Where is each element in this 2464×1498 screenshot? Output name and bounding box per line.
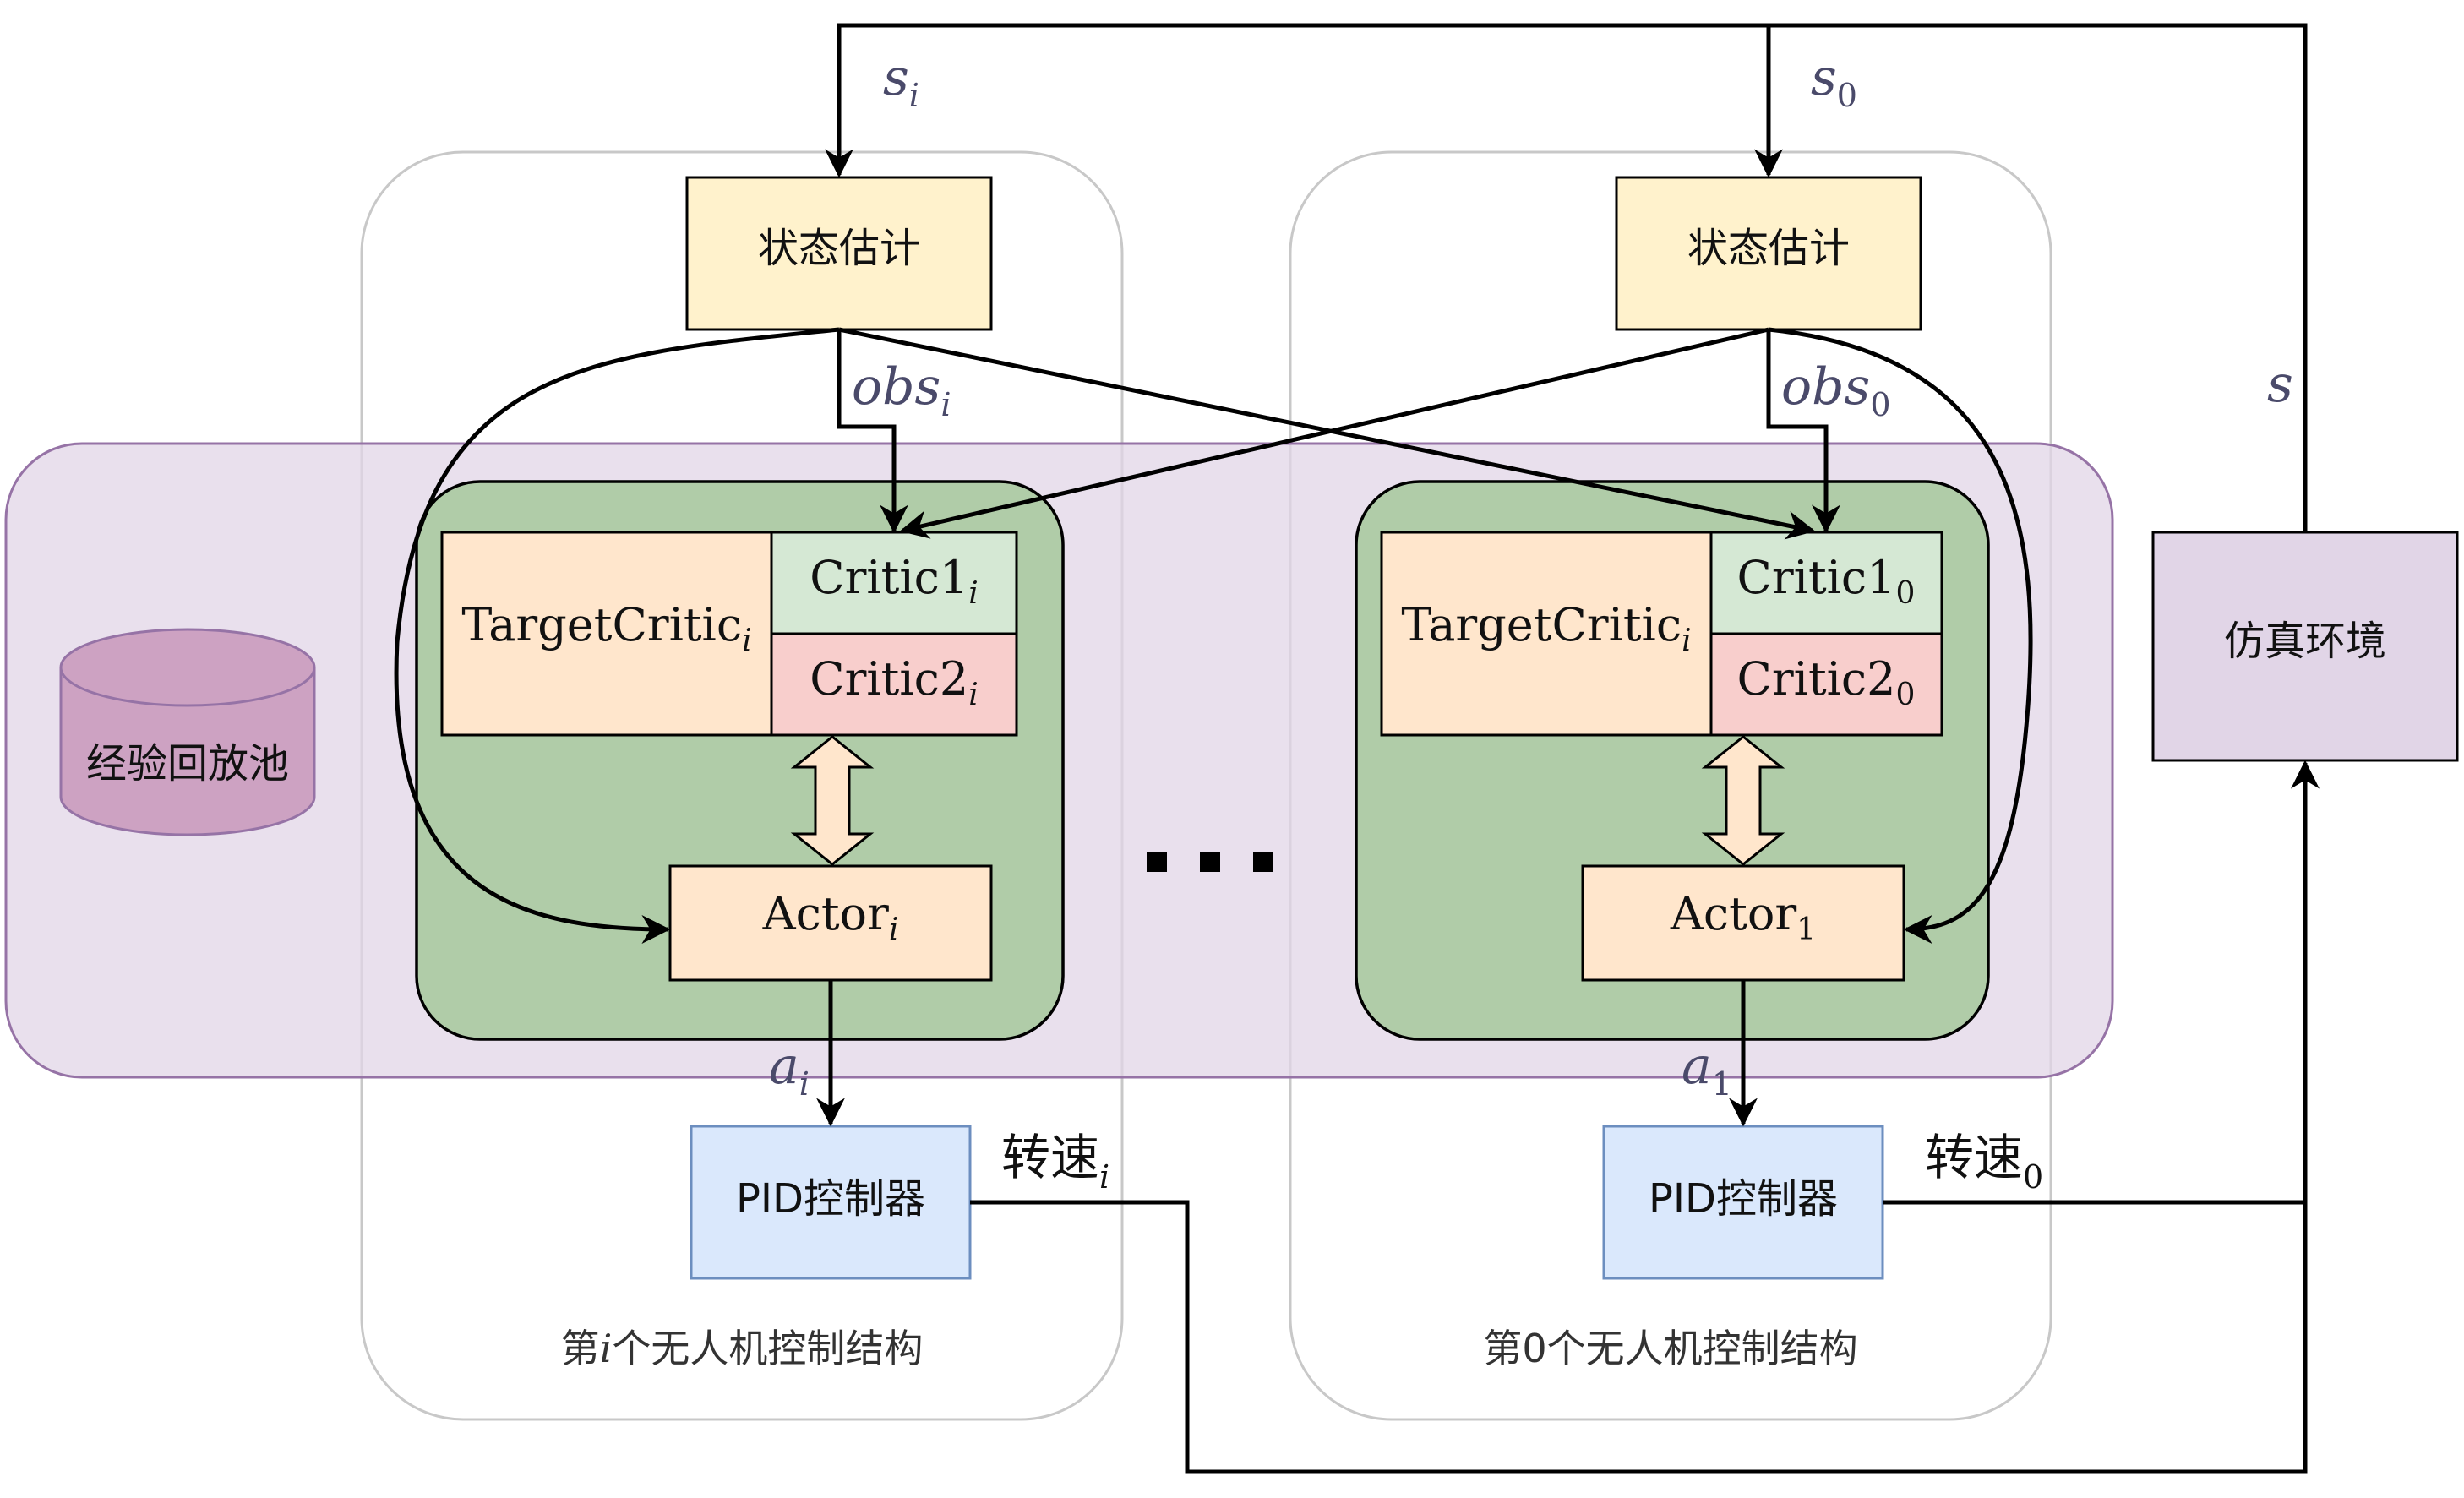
obs-cross-i-to-critic0 [838,327,1816,540]
critic-actor-double-arrow-0 [1701,735,1785,866]
env-state-label: s [2267,355,2293,414]
actor-label: Actori [762,887,899,947]
simulation-environment-label: 仿真环境 [2224,618,2386,665]
critic2-box-0 [1709,632,1943,737]
replay-buffer-label: 经验回放池 [86,740,289,787]
critic-actor-double-arrow-i [790,735,875,866]
actor-box-i [668,864,993,982]
speed-line-i [970,760,2320,1474]
obs-label-i: obsi [852,357,951,423]
unit-caption-i: 第i个无人机控制结构 [561,1326,924,1371]
critic1-box-0 [1709,531,1943,635]
target-critic-label: TargetCritici [1401,598,1691,658]
env-state-line [825,23,2308,532]
pid-controller-box-0 [1602,1125,1884,1280]
unit-i: 状态估计 TargetCritici Critic1i Critic2i Act… [440,176,1018,1371]
critic1-label: Critic1i [810,551,979,611]
state-input-label-0: s0 [1811,48,1857,114]
target-critic-box-0 [1380,531,1713,737]
simulation-environment-box [2151,531,2459,762]
unit-caption-0: 第0个无人机控制结构 [1483,1326,1857,1371]
connectors [394,23,2320,1474]
obs-arrow-0 [1766,330,1840,534]
pid-controller-label: PID控制器 [1649,1175,1838,1223]
pid-controller-label: PID控制器 [736,1175,925,1223]
speed-label-0: 转速0 [1925,1129,2043,1196]
unit-0: 状态估计 TargetCritici Critic10 Critic20 Act… [1380,176,1943,1371]
action-label-0: a1 [1682,1037,1732,1103]
pid-controller-box-i [690,1125,972,1280]
state-input-label-i: si [883,48,919,114]
state-estimator-box-i [685,176,993,331]
speed-label-i: 转速i [1001,1129,1109,1196]
critic2-label: Critic2i [810,652,979,712]
target-critic-box-i [440,531,773,737]
target-critic-label: TargetCritici [461,598,751,658]
obs-curve-to-actor-0 [1768,327,2033,944]
state-estimator-label: 状态估计 [1687,225,1850,272]
critic2-box-i [770,632,1018,737]
state-estimator-label: 状态估计 [758,225,920,272]
actor-box-0 [1581,864,1905,982]
critic1-box-i [770,531,1018,635]
action-label-i: ai [769,1037,810,1103]
state-estimator-box-0 [1615,176,1922,331]
obs-label-0: obs0 [1781,357,1891,423]
critic2-label: Critic20 [1737,652,1916,712]
obs-arrow-i [837,330,908,534]
obs-cross-0-to-critici [899,327,1769,539]
obs-curve-to-actor-i [394,327,840,944]
replay-buffer-cylinder: 经验回放池 [59,628,316,836]
critic1-label: Critic10 [1737,551,1916,611]
actor-label: Actor1 [1670,887,1816,947]
ellipsis-dots [1147,852,1273,872]
